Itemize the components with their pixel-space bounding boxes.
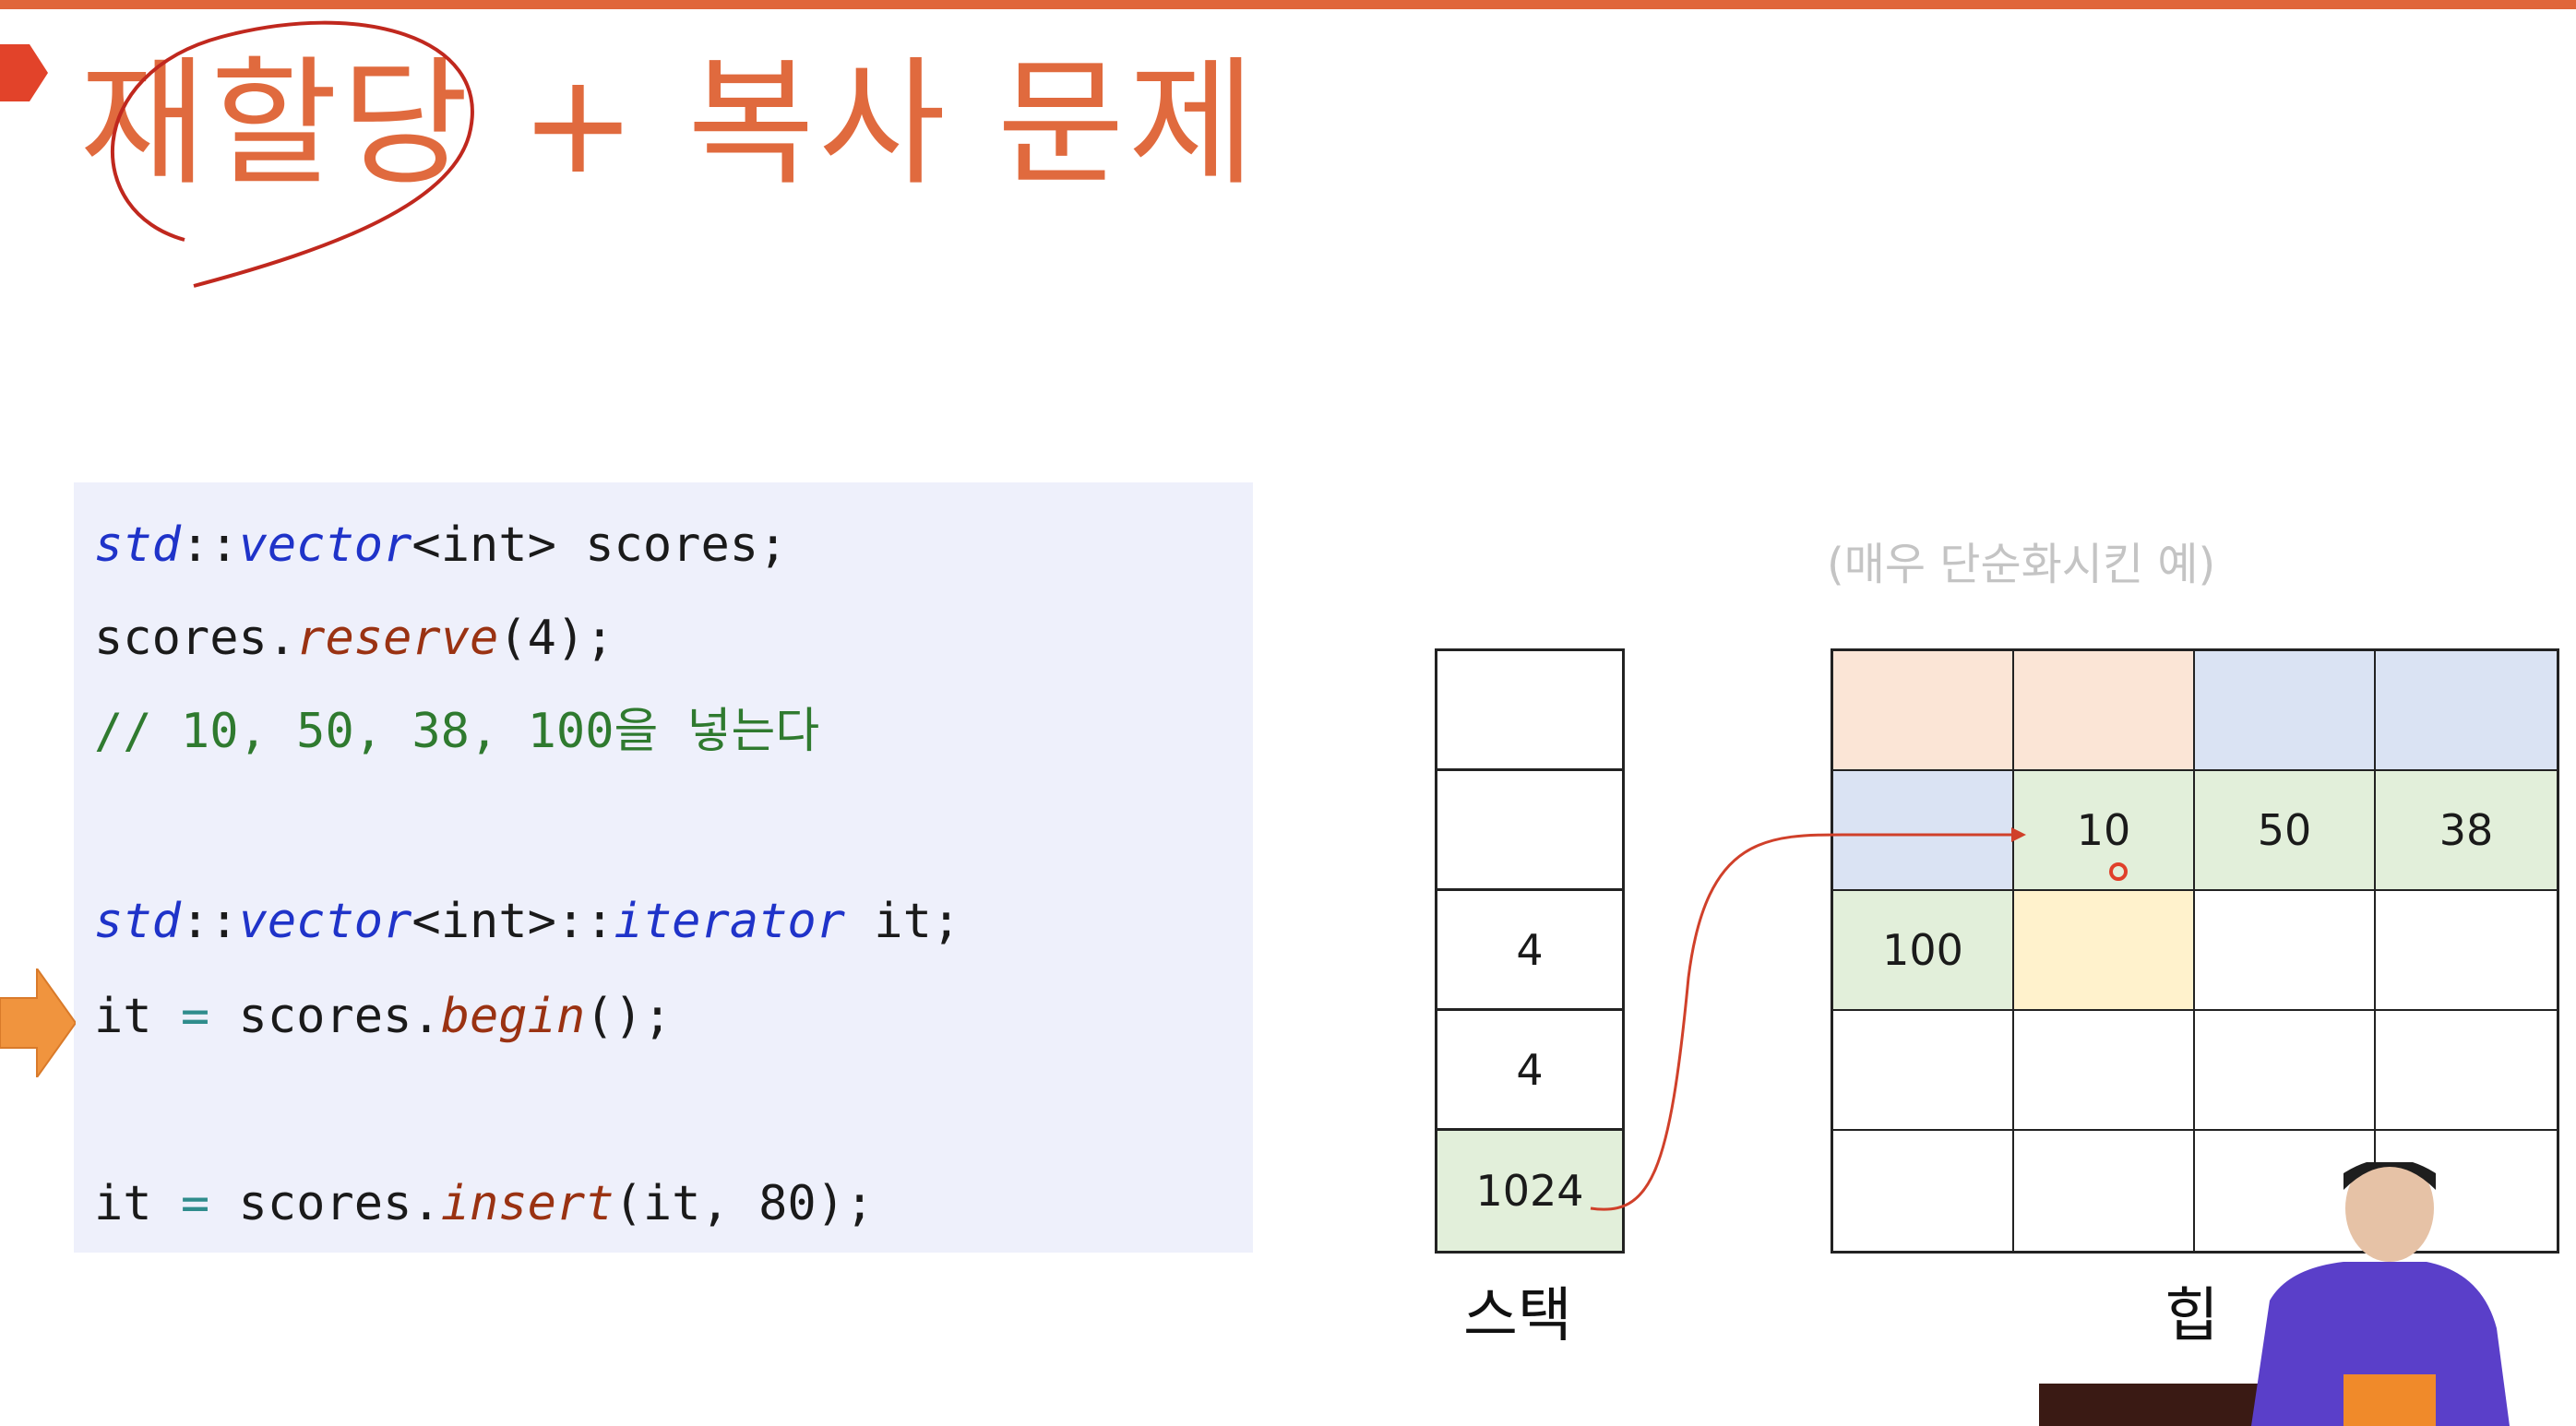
stack-cell: 4 (1437, 891, 1622, 1011)
current-line-arrow-icon (0, 968, 76, 1077)
code-token: scores. (94, 611, 296, 666)
code-token: it; (845, 894, 960, 949)
code-token: std (94, 517, 181, 573)
code-token: it (94, 989, 181, 1044)
code-token: <int>:: (411, 894, 614, 949)
heap-cell (2195, 651, 2376, 771)
code-token: (it, 80); (614, 1176, 875, 1231)
stack-cell: 4 (1437, 1011, 1622, 1131)
heap-cell: 10 (2014, 771, 2195, 891)
code-block: std::vector<int> scores; scores.reserve(… (74, 482, 1253, 1253)
code-line: std::vector<int> scores; (94, 521, 787, 569)
heap-cell (1833, 1131, 2014, 1251)
code-line: // 10, 50, 38, 100을 넣는다 (94, 707, 819, 755)
heap-cell (2376, 1011, 2557, 1131)
stack-label: 스택 (1463, 1268, 1572, 1353)
code-token: iterator (614, 894, 845, 949)
code-token: std (94, 894, 181, 949)
presenter-video-overlay (2039, 1162, 2576, 1426)
heap-cell (2195, 1011, 2376, 1131)
heap-cell (1833, 771, 2014, 891)
heap-cell (2014, 1011, 2195, 1131)
heap-cell: 100 (1833, 891, 2014, 1011)
heap-cell (2195, 891, 2376, 1011)
code-token: vector (239, 894, 412, 949)
title-bullet-icon (0, 44, 48, 101)
code-token: vector (239, 517, 412, 573)
heap-cell (2014, 651, 2195, 771)
code-token: :: (181, 894, 239, 949)
code-token: = (181, 1176, 209, 1231)
slide-title: 재할당 + 복사 문제 (79, 55, 1259, 194)
code-line: it = scores.begin(); (94, 992, 672, 1040)
heap-cell (1833, 651, 2014, 771)
code-token: scores. (209, 989, 440, 1044)
heap-cell: 50 (2195, 771, 2376, 891)
code-token: it (94, 1176, 181, 1231)
stack-cell (1437, 651, 1622, 771)
code-token: = (181, 989, 209, 1044)
code-line: scores.reserve(4); (94, 614, 614, 662)
code-token: :: (181, 517, 239, 573)
heap-cell: 38 (2376, 771, 2557, 891)
heap-cell (2376, 891, 2557, 1011)
code-token: scores. (209, 1176, 440, 1231)
simplified-note: (매우 단순화시킨 예) (1827, 528, 2215, 592)
code-token: reserve (296, 611, 498, 666)
heap-cell (2014, 891, 2195, 1011)
stack-cell (1437, 771, 1622, 891)
stack-cell-pointer: 1024 (1437, 1131, 1622, 1251)
code-token: insert (441, 1176, 614, 1231)
code-token: <int> scores; (411, 517, 787, 573)
code-line: it = scores.insert(it, 80); (94, 1180, 874, 1228)
code-token: (4); (498, 611, 614, 666)
code-token: (); (585, 989, 672, 1044)
code-token: begin (441, 989, 586, 1044)
heap-cell (2376, 651, 2557, 771)
code-token: // 10, 50, 38, 100을 넣는다 (94, 704, 819, 759)
heap-cell (1833, 1011, 2014, 1131)
top-accent-bar (0, 0, 2576, 9)
code-line: std::vector<int>::iterator it; (94, 897, 960, 945)
stack-diagram: 4 4 1024 (1435, 648, 1625, 1254)
